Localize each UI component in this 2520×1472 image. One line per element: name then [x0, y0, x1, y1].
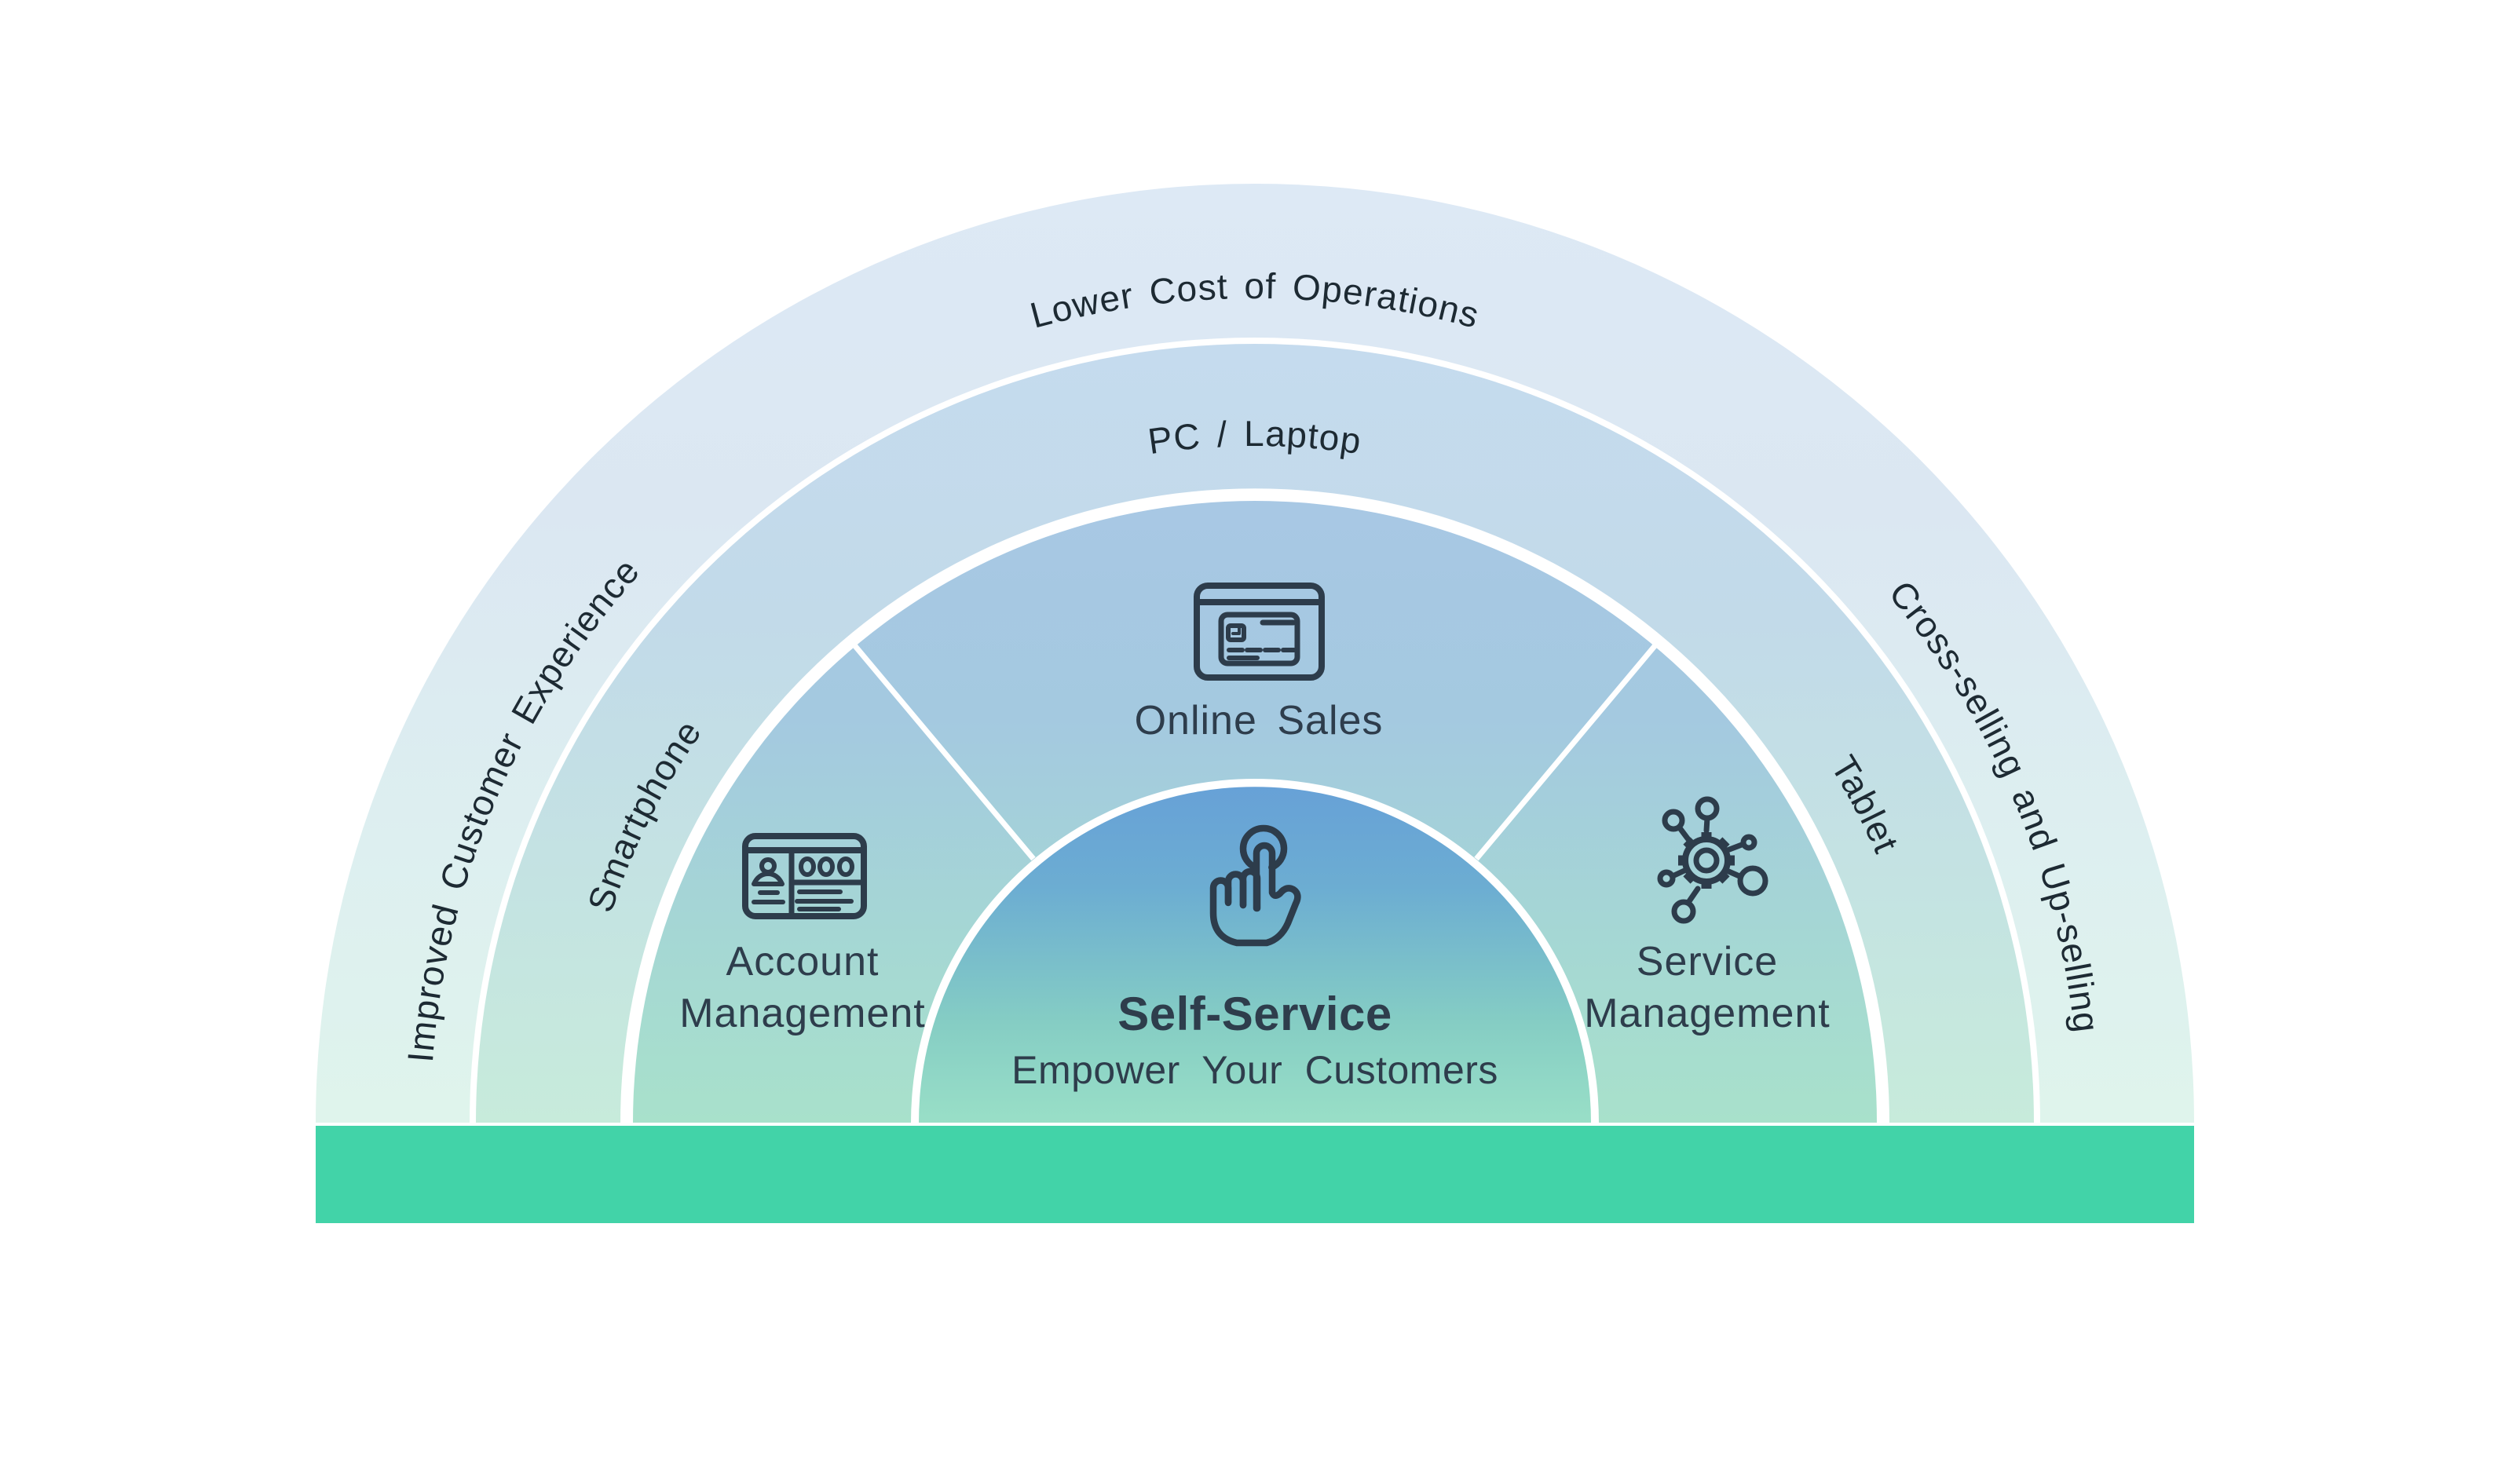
id-card-icon	[742, 833, 867, 919]
center-semicircle	[919, 787, 1591, 1123]
service-management-label-line1: Service	[1637, 939, 1778, 984]
functions-ring	[633, 501, 1877, 1123]
service-management-label-line2: Management	[1584, 991, 1831, 1036]
base-bar	[316, 1126, 2194, 1223]
device-label-top: PC / Laptop	[1146, 413, 1365, 462]
segment-divider-left	[853, 644, 1036, 861]
account-management-label-line1: Account	[726, 939, 880, 984]
center-title: Self-Service	[1117, 988, 1392, 1040]
benefits-ring	[316, 184, 2194, 1123]
account-management-label-line2: Management	[679, 991, 926, 1036]
touch-gesture-icon	[1209, 824, 1301, 947]
device-label-top-text: PC / Laptop	[1146, 413, 1364, 462]
online-sales-label: Online Sales	[1135, 698, 1384, 743]
segment-divider-right	[1474, 644, 1657, 861]
connected-gear-icon	[1657, 796, 1768, 924]
center-subtitle: Empower Your Customers	[1011, 1048, 1498, 1092]
devices-ring	[476, 344, 2034, 1123]
online-payment-icon	[1194, 583, 1325, 681]
